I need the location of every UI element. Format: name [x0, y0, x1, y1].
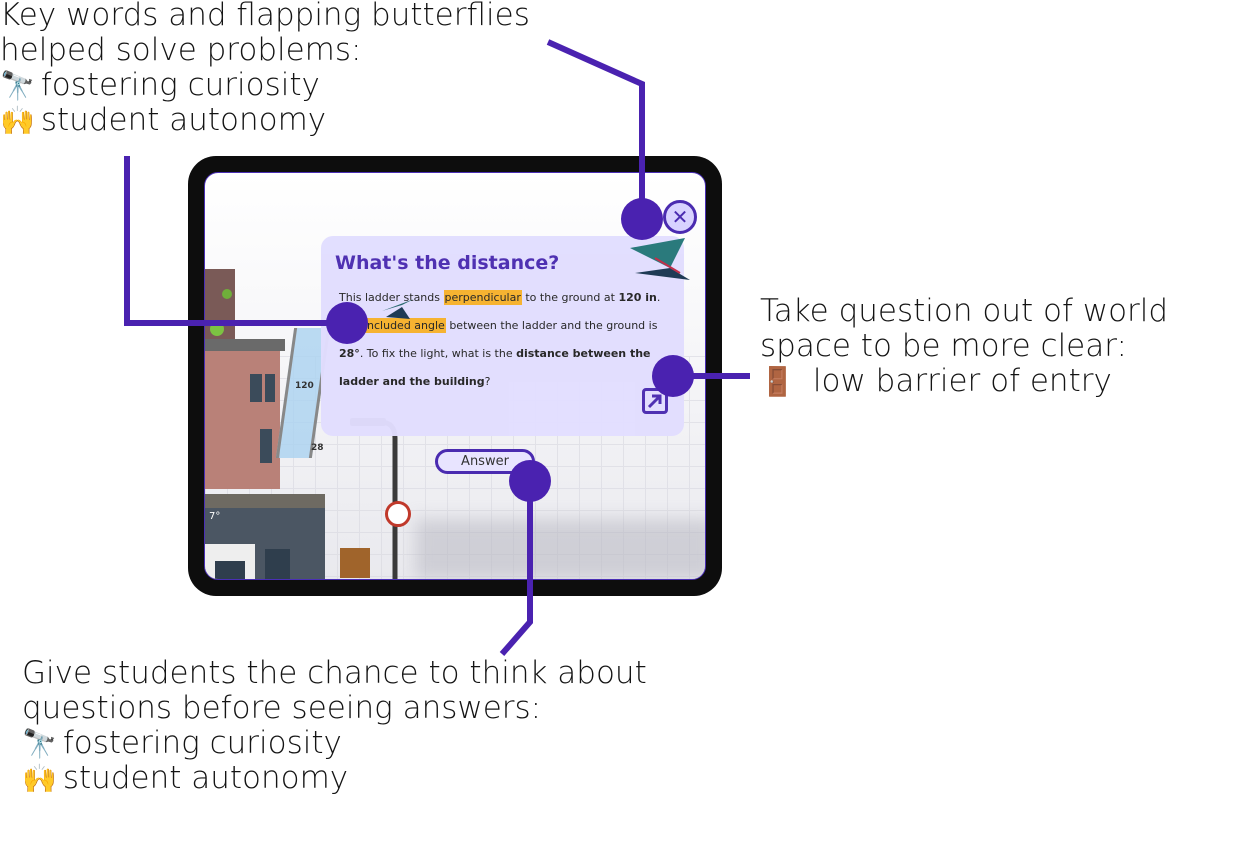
- annotation-bottom-line2: questions before seeing answers:: [22, 690, 542, 726]
- annotation-top-left-item2: student autonomy: [40, 102, 327, 138]
- expand-icon[interactable]: [642, 388, 668, 414]
- butterfly-icon: [630, 238, 690, 280]
- annotation-bottom: Give students the chance to think about …: [22, 656, 647, 796]
- annotation-right-item1: low barrier of entry: [812, 363, 1112, 399]
- callout-line-keywords: [124, 156, 346, 326]
- building-illustration: [205, 269, 325, 579]
- annotation-right-line2: space to be more clear:: [760, 328, 1127, 364]
- annotation-top-left-line1: Key words and flapping butterflies: [0, 0, 530, 33]
- callout-dot: [652, 355, 694, 397]
- annotation-bottom-item2: student autonomy: [62, 760, 349, 796]
- question-card: What's the distance? This ladder stands …: [321, 236, 684, 436]
- raising-hands-icon: 🙌: [22, 762, 57, 795]
- raising-hands-icon: 🙌: [0, 104, 35, 137]
- keyword-highlight: included angle: [362, 318, 446, 333]
- ground-shadow: [415, 519, 705, 579]
- callout-dot: [509, 460, 551, 502]
- annotation-right-line1: Take question out of world: [760, 293, 1169, 329]
- annotation-bottom-item1: fostering curiosity: [62, 725, 342, 761]
- keyword-highlight: perpendicular: [443, 290, 522, 305]
- temperature-label: 7°: [209, 511, 221, 522]
- annotation-top-left: Key words and flapping butterflies helpe…: [0, 0, 530, 138]
- arrow-up-right-icon: [647, 394, 662, 409]
- door-icon: 🚪: [760, 365, 795, 398]
- tablet-frame: 120 28 7° What's the distance? This ladd…: [188, 156, 722, 596]
- callout-line-answer: [499, 480, 533, 656]
- question-title: What's the distance?: [335, 252, 560, 274]
- annotation-top-left-line2: helped solve problems:: [0, 32, 362, 68]
- question-text: This ladder stands perpendicular to the …: [339, 290, 661, 388]
- callout-dot: [326, 302, 368, 344]
- telescope-icon: 🔭: [22, 727, 57, 760]
- callout-dot: [621, 198, 663, 240]
- app-screen: 120 28 7° What's the distance? This ladd…: [204, 172, 706, 580]
- annotation-top-left-item1: fostering curiosity: [40, 67, 320, 103]
- annotation-bottom-line1: Give students the chance to think about: [22, 655, 647, 691]
- bench: [340, 548, 370, 578]
- callout-line-butterfly: [546, 39, 645, 218]
- close-button[interactable]: ✕: [663, 200, 697, 234]
- annotation-right: Take question out of world space to be m…: [760, 294, 1168, 399]
- angle-label: 28: [311, 443, 324, 453]
- butterfly-icon: [382, 299, 414, 319]
- ladder-length-label: 120: [295, 381, 314, 391]
- telescope-icon: 🔭: [0, 69, 35, 102]
- road-sign: [385, 501, 411, 527]
